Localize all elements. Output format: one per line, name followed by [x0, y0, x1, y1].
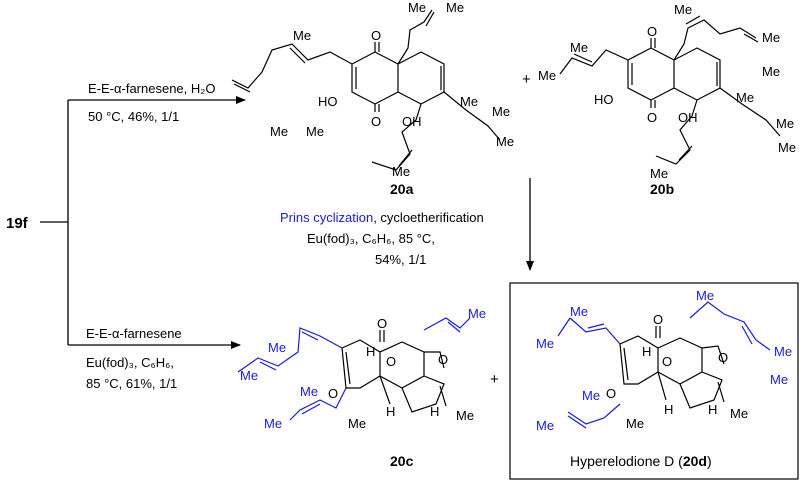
atom-o: O	[386, 354, 396, 369]
conditions-top-line2: 50 °C, 46%, 1/1	[88, 109, 179, 124]
compound-20d-label: 20d	[683, 453, 707, 469]
atom-me: Me	[570, 40, 588, 55]
atom-o: O	[662, 354, 672, 369]
atom-me: Me	[536, 418, 554, 433]
structure-20d-labels: Me Me Me Me Me Me Me O O O O H H H Me Me	[536, 288, 792, 433]
atom-me: Me	[762, 64, 780, 79]
structure-20b	[559, 15, 781, 165]
atom-me: Me	[776, 116, 794, 131]
atom-h: H	[386, 404, 395, 419]
atom-me: Me	[538, 68, 556, 83]
atom-o: O	[371, 114, 381, 129]
atom-me: Me	[762, 30, 780, 45]
hyperelodione-d-close: )	[707, 453, 712, 469]
conditions-middle-line1: Prins cyclization, cycloetherification	[280, 210, 484, 225]
atom-me: Me	[460, 94, 478, 109]
atom-me: Me	[240, 368, 258, 383]
structure-20c-labels: Me Me Me Me Me O O O O H H H Me Me	[240, 306, 486, 431]
structure-20a	[231, 9, 501, 171]
hyperelodione-d-caption: Hyperelodione D (20d)	[570, 453, 712, 469]
atom-me: Me	[570, 304, 588, 319]
atom-me: Me	[293, 28, 311, 43]
atom-me: Me	[582, 388, 600, 403]
conditions-middle-line3: 54%, 1/1	[375, 252, 426, 267]
atom-oh: OH	[402, 114, 422, 129]
atom-oh: OH	[678, 110, 698, 125]
atom-o: O	[653, 312, 663, 327]
conditions-bottom-line1: E-E-α-farnesene	[86, 326, 182, 341]
reaction-arrows	[40, 96, 534, 349]
atom-h: H	[642, 344, 651, 359]
hyperelodione-d-box	[509, 282, 799, 480]
atom-me: Me	[774, 344, 792, 359]
atom-o: O	[377, 316, 387, 331]
atom-me: Me	[496, 134, 514, 149]
atom-me: Me	[306, 124, 324, 139]
atom-o: O	[438, 352, 448, 367]
atom-me: Me	[456, 408, 474, 423]
compound-20b-label: 20b	[650, 181, 674, 197]
cycloetherification-text: , cycloetherification	[373, 210, 484, 225]
atom-ho: HO	[594, 92, 614, 107]
atom-me: Me	[650, 166, 668, 181]
atom-me: Me	[270, 124, 288, 139]
atom-me: Me	[770, 372, 788, 387]
atom-me: Me	[730, 406, 748, 421]
structure-20d	[557, 301, 771, 429]
conditions-middle: Prins cyclization, cycloetherification E…	[280, 210, 484, 267]
atom-h: H	[708, 402, 717, 417]
atom-me: Me	[536, 336, 554, 351]
plus-sign: +	[522, 71, 531, 88]
atom-me: Me	[446, 0, 464, 15]
conditions-top-line1: E-E-α-farnesene, H₂O	[88, 81, 215, 96]
structure-20b-labels: Me Me Me Me Me O HO O OH Me Me Me Me	[538, 2, 796, 181]
structure-20c	[237, 317, 471, 421]
conditions-bottom-line3: 85 °C, 61%, 1/1	[86, 376, 177, 391]
atom-h: H	[664, 402, 673, 417]
compound-19f-label: 19f	[6, 215, 29, 232]
conditions-top: E-E-α-farnesene, H₂O 50 °C, 46%, 1/1	[88, 81, 215, 124]
atom-o: O	[606, 386, 616, 401]
compound-20c-label: 20c	[390, 453, 414, 469]
atom-me: Me	[264, 416, 282, 431]
atom-me: Me	[392, 164, 410, 179]
atom-me: Me	[268, 340, 286, 355]
atom-h: H	[430, 404, 439, 419]
conditions-bottom-line2: Eu(fod)₃, C₆H₆,	[86, 355, 174, 370]
plus-sign: +	[490, 371, 499, 388]
compound-20a-label: 20a	[390, 181, 414, 197]
atom-o: O	[647, 110, 657, 125]
atom-me: Me	[468, 306, 486, 321]
atom-me: Me	[674, 2, 692, 17]
hyperelodione-d-name: Hyperelodione D (	[570, 453, 683, 469]
atom-me: Me	[778, 140, 796, 155]
prins-cyclization-text: Prins cyclization	[280, 210, 373, 225]
atom-h: H	[366, 344, 375, 359]
atom-o: O	[328, 386, 338, 401]
atom-me: Me	[408, 0, 426, 15]
atom-me: Me	[348, 416, 366, 431]
atom-o: O	[647, 24, 657, 39]
atom-o: O	[371, 28, 381, 43]
atom-me: Me	[492, 104, 510, 119]
structure-20a-labels: Me Me Me O HO O OH Me Me Me Me Me Me	[270, 0, 514, 179]
atom-me: Me	[300, 384, 318, 399]
atom-me: Me	[626, 416, 644, 431]
atom-me: Me	[696, 288, 714, 303]
conditions-bottom: E-E-α-farnesene Eu(fod)₃, C₆H₆, 85 °C, 6…	[86, 326, 182, 391]
atom-ho: HO	[318, 94, 338, 109]
conditions-middle-line2: Eu(fod)₃, C₆H₆, 85 °C,	[307, 231, 435, 246]
atom-me: Me	[736, 90, 754, 105]
atom-o: O	[718, 350, 728, 365]
